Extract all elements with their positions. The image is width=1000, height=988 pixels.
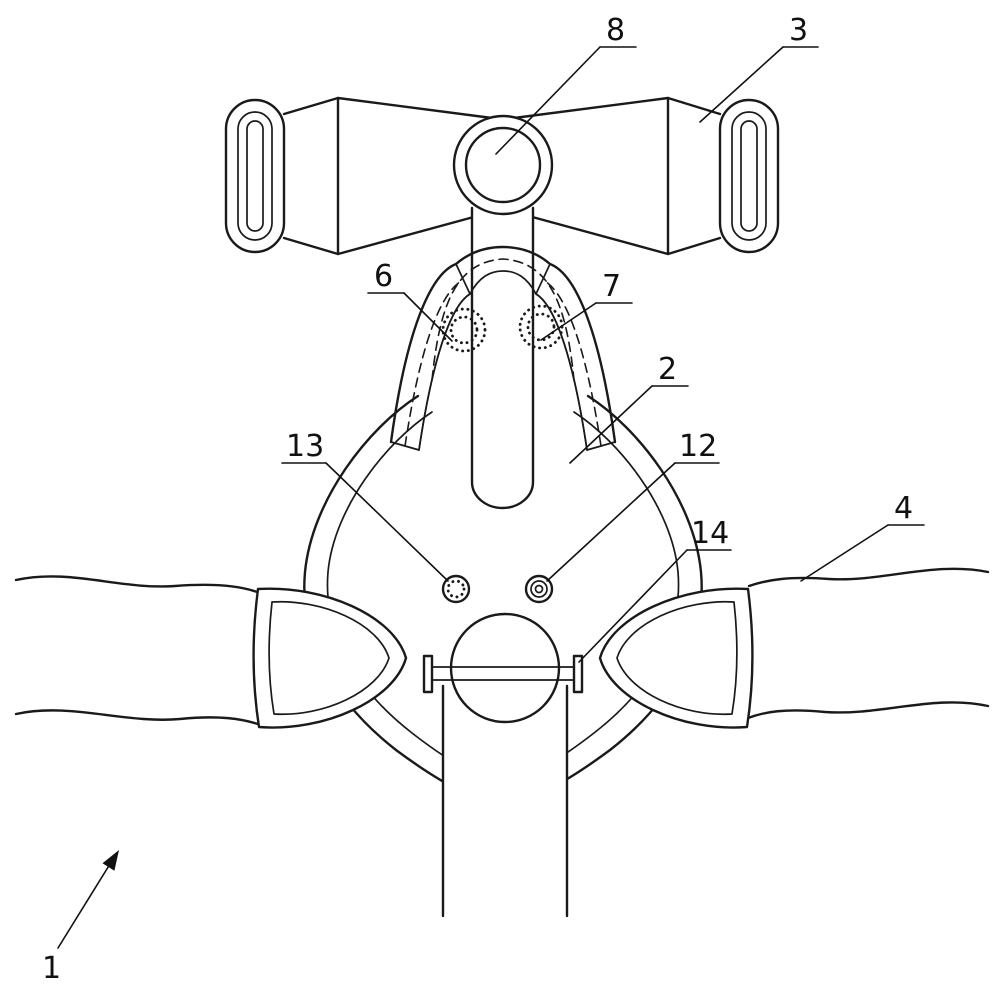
head-tube-circle xyxy=(452,114,554,216)
figure-arrow-1: 1 xyxy=(42,850,119,986)
shroud-arch-dashed xyxy=(431,258,575,381)
leader-7 xyxy=(540,302,597,341)
arrow-1-shaft xyxy=(57,863,111,949)
arrow-1-head xyxy=(102,850,119,871)
label-7: 7 xyxy=(602,269,621,304)
axle-pin-left xyxy=(422,654,434,694)
grip-cap-left xyxy=(224,98,286,254)
strap-left xyxy=(14,575,260,726)
leader-6 xyxy=(403,292,453,342)
leader-2 xyxy=(569,385,653,464)
label-1: 1 xyxy=(42,951,61,986)
axle-pin-right xyxy=(572,654,584,694)
strap-right xyxy=(746,567,990,720)
head-circle-outer xyxy=(452,114,554,216)
leader-14 xyxy=(578,549,688,663)
grip-connector-left-bottom xyxy=(282,236,340,256)
steering-column xyxy=(470,206,535,510)
shroud-arch-inner xyxy=(418,270,588,451)
shroud-dashed-left xyxy=(404,279,464,447)
label-4: 4 xyxy=(894,491,913,526)
fastener-12 xyxy=(524,574,554,604)
stipple-ring-left xyxy=(441,307,487,353)
label-12: 12 xyxy=(679,429,717,464)
lower-tube-circle xyxy=(449,612,561,724)
handlebar-group xyxy=(224,96,780,256)
label-8: 8 xyxy=(606,13,625,48)
loop-left xyxy=(252,587,408,729)
down-tube xyxy=(441,684,569,918)
leader-4 xyxy=(800,524,889,582)
label-3: 3 xyxy=(789,13,808,48)
loop-right-inner xyxy=(616,600,738,716)
grip-cap-right xyxy=(718,98,780,254)
loop-left-outer xyxy=(252,587,408,729)
shroud-dashed-right xyxy=(542,279,602,447)
fastener-13 xyxy=(441,574,471,604)
label-6: 6 xyxy=(374,259,393,294)
label-2: 2 xyxy=(658,352,677,387)
leader-8 xyxy=(495,46,601,155)
head-circle-inner xyxy=(464,126,542,204)
leader-3 xyxy=(699,46,784,123)
annotations: 8 3 6 7 2 13 12 14 4 1 xyxy=(42,13,925,986)
loop-right-outer xyxy=(598,587,754,729)
down-tube-fill xyxy=(443,686,567,916)
grip-connector-right-bottom xyxy=(666,236,722,256)
axle-bar xyxy=(422,654,584,694)
grip-connector-left-top xyxy=(282,96,340,116)
label-14: 14 xyxy=(691,516,729,551)
stipple-ring-right xyxy=(518,304,564,350)
leader-12 xyxy=(546,462,676,582)
label-13: 13 xyxy=(286,429,324,464)
leader-13 xyxy=(325,462,449,582)
loop-right xyxy=(598,587,754,729)
loop-left-inner xyxy=(268,600,390,716)
